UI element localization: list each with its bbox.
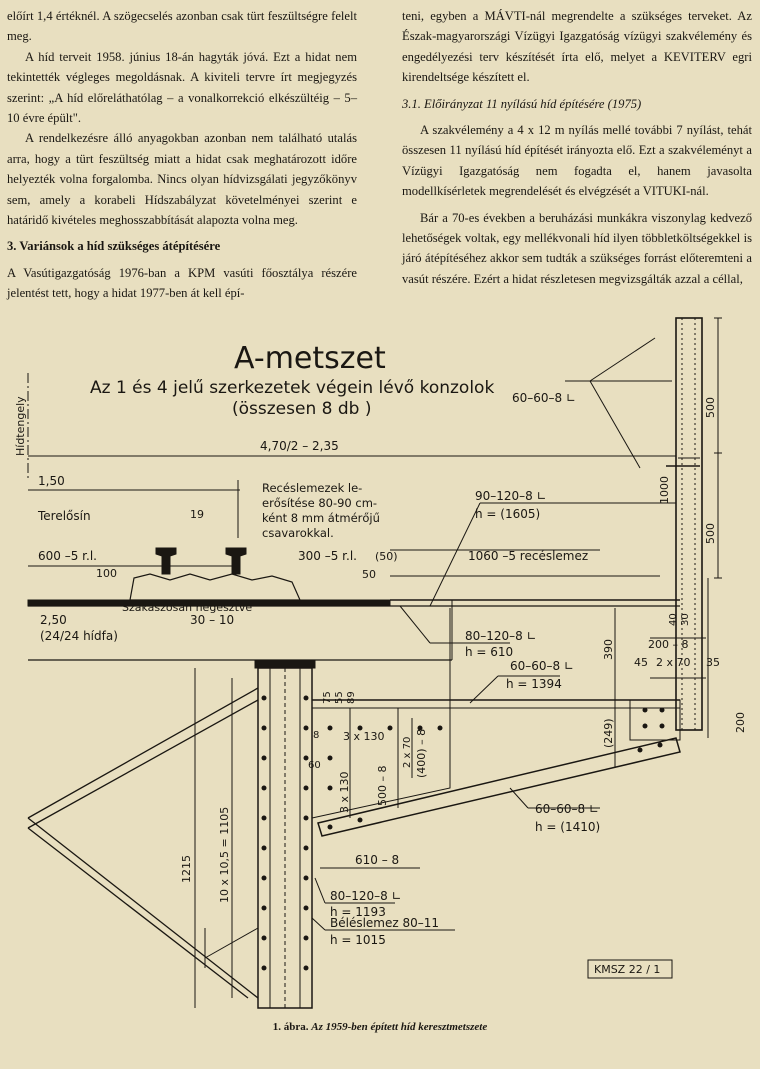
dim-500-8: 500 – 8 xyxy=(376,766,389,807)
dim-500-b: 500 xyxy=(704,523,717,544)
section-heading-3: 3. Variánsok a híd szükséges átépítésére xyxy=(7,239,221,254)
dim-8: 8 xyxy=(313,730,319,741)
left-paragraph-1: előírt 1,4 értéknél. A szögecselés azonb… xyxy=(7,9,357,44)
dim-600: 600 –5 r.l. xyxy=(38,549,97,563)
label-h1015: h = 1015 xyxy=(330,933,386,947)
dim-300: 300 –5 r.l. xyxy=(298,549,357,563)
label-h1394: h = 1394 xyxy=(506,677,562,691)
label-l60-c: 60–60–8 ∟ xyxy=(535,802,599,816)
dim-75: 75 xyxy=(322,691,333,704)
label-l80-b: 80–120–8 ∟ xyxy=(330,889,402,903)
dim-3x130-b: 3 x 130 xyxy=(338,772,351,814)
drawing-subtitle-1: Az 1 és 4 jelű szerkezetek végein lévő k… xyxy=(90,378,494,398)
label-h1193: h = 1193 xyxy=(330,905,386,919)
dim-400-8: (400) – 8 xyxy=(415,729,428,778)
right-text-column: teni, egyben a MÁVTI-nál megrendelte a s… xyxy=(402,6,752,289)
label-kmsz: KMSZ 22 / 1 xyxy=(594,963,660,976)
dim-200: 200 xyxy=(734,712,747,733)
dim-250: 2,50 xyxy=(40,613,67,627)
axis-label-hidtengely: Hídtengely xyxy=(14,396,27,456)
label-recesl: 1060 –5 recéslemez xyxy=(468,549,588,563)
subsection-heading-3-1: 3.1. Előirányzat 11 nyílású híd építésér… xyxy=(402,96,642,111)
left-paragraph-3: A rendelkezésre álló anyagokban azonban … xyxy=(7,131,357,228)
dim-1215: 1215 xyxy=(180,855,193,883)
label-l80-a: 80–120–8 ∟ xyxy=(465,629,537,643)
dim-2x70-b: 2 x 70 xyxy=(656,656,691,669)
dim-89: 89 xyxy=(346,691,357,704)
label-l60-b: 60–60–8 ∟ xyxy=(510,659,574,673)
left-paragraph-2: A híd terveit 1958. június 18-án hagyták… xyxy=(7,49,357,126)
label-recese-1: Recéslemezek le- xyxy=(262,481,362,495)
dim-150: 1,50 xyxy=(38,474,65,488)
dim-3x130-a: 3 x 130 xyxy=(343,730,385,743)
label-h1605: h = (1605) xyxy=(475,507,540,521)
dim-200-8: 200 – 8 xyxy=(648,638,689,651)
dim-500-a: 500 xyxy=(704,397,717,418)
label-recese-3: ként 8 mm átmérőjű xyxy=(262,511,380,525)
dim-390: 390 xyxy=(602,639,615,660)
label-l90: 90–120–8 ∟ xyxy=(475,489,547,503)
right-paragraph-2: A szakvélemény a 4 x 12 m nyílás mellé t… xyxy=(402,123,752,199)
dim-45: 45 xyxy=(634,656,648,669)
dim-249: (249) xyxy=(602,718,615,748)
dim-1000: 1000 xyxy=(658,476,671,504)
dim-35: 35 xyxy=(706,656,720,669)
cross-section-drawing: A-metszet Az 1 és 4 jelű szerkezetek vég… xyxy=(14,317,747,1009)
dim-60: 60 xyxy=(308,760,321,771)
drawing-subtitle-2: (összesen 8 db ) xyxy=(232,399,371,419)
label-h610: h = 610 xyxy=(465,645,513,659)
figure-caption: 1. ábra. Az 1959-ben épített híd kereszt… xyxy=(0,1021,760,1033)
label-recese-2: erősítése 80-90 cm- xyxy=(262,496,377,510)
left-text-column: előírt 1,4 értéknél. A szögecselés azonb… xyxy=(7,6,357,304)
dim-19: 19 xyxy=(190,508,204,521)
label-hidfa: (24/24 hídfa) xyxy=(40,629,118,643)
dim-2x70-a: 2 x 70 xyxy=(402,737,413,768)
label-h1410: h = (1410) xyxy=(535,820,600,834)
dim-55: 55 xyxy=(334,691,345,704)
label-l60-a: 60–60–8 ∟ xyxy=(512,391,576,405)
dim-3010: 30 – 10 xyxy=(190,613,234,627)
right-paragraph-3: Bár a 70-es években a beruházási munkákr… xyxy=(402,210,752,286)
dim-50: 50 xyxy=(362,568,376,581)
dim-100: 100 xyxy=(96,567,117,580)
label-szakaszosan: Szakaszosan hegesztve xyxy=(122,601,252,614)
drawing-labels: A-metszet Az 1 és 4 jelű szerkezetek vég… xyxy=(14,341,747,976)
dim-610: 610 – 8 xyxy=(355,853,399,867)
label-tereloesin: Terelősín xyxy=(37,509,91,523)
left-paragraph-4: A Vasútigazgatóság 1976-ban a KPM vasúti… xyxy=(7,265,357,301)
dim-50-paren: (50) xyxy=(375,550,398,563)
right-paragraph-1: teni, egyben a MÁVTI-nál megrendelte a s… xyxy=(402,9,752,85)
label-recese-4: csavarokkal. xyxy=(262,526,334,540)
dim-40: 40 xyxy=(668,613,679,626)
label-beles: Béléslemez 80–11 xyxy=(330,916,439,930)
caption-text: Az 1959-ben épített híd keresztmetszete xyxy=(311,1021,488,1033)
drawing-title: A-metszet xyxy=(234,341,386,376)
dim-1105: 10 x 10,5 = 1105 xyxy=(218,807,231,903)
caption-label: 1. ábra. xyxy=(272,1021,309,1033)
dim-470: 4,70/2 – 2,35 xyxy=(260,439,339,453)
dim-30: 30 xyxy=(680,613,691,626)
